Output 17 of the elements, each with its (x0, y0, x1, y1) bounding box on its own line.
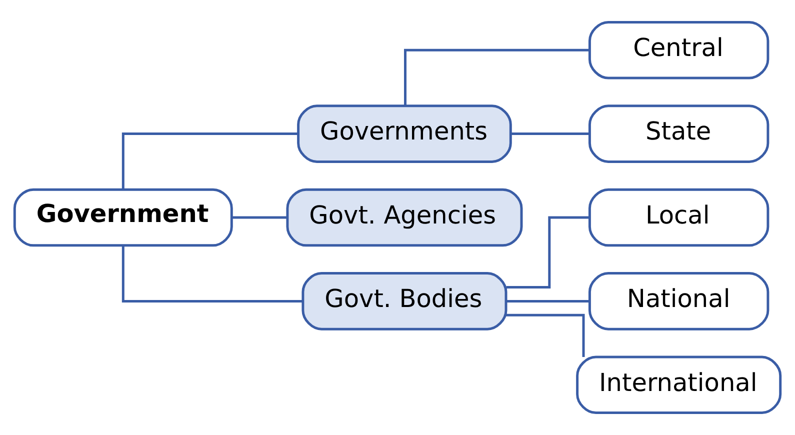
connector (122, 132, 298, 190)
connector (232, 216, 288, 219)
connector (510, 132, 590, 136)
node-box: Local (588, 188, 770, 247)
node-box: Govt. Bodies (302, 272, 508, 330)
node-box: Governments (297, 104, 512, 163)
connector (506, 300, 590, 302)
connector (404, 48, 590, 106)
node-box: International (576, 356, 782, 414)
connector (506, 216, 590, 288)
connector (506, 314, 585, 357)
node-box: National (588, 272, 770, 330)
node-box: Govt. Agencies (286, 188, 523, 247)
connector (122, 246, 303, 302)
node-box: Government (13, 188, 233, 247)
node-box: State (588, 104, 770, 163)
node-box: Central (588, 20, 770, 80)
